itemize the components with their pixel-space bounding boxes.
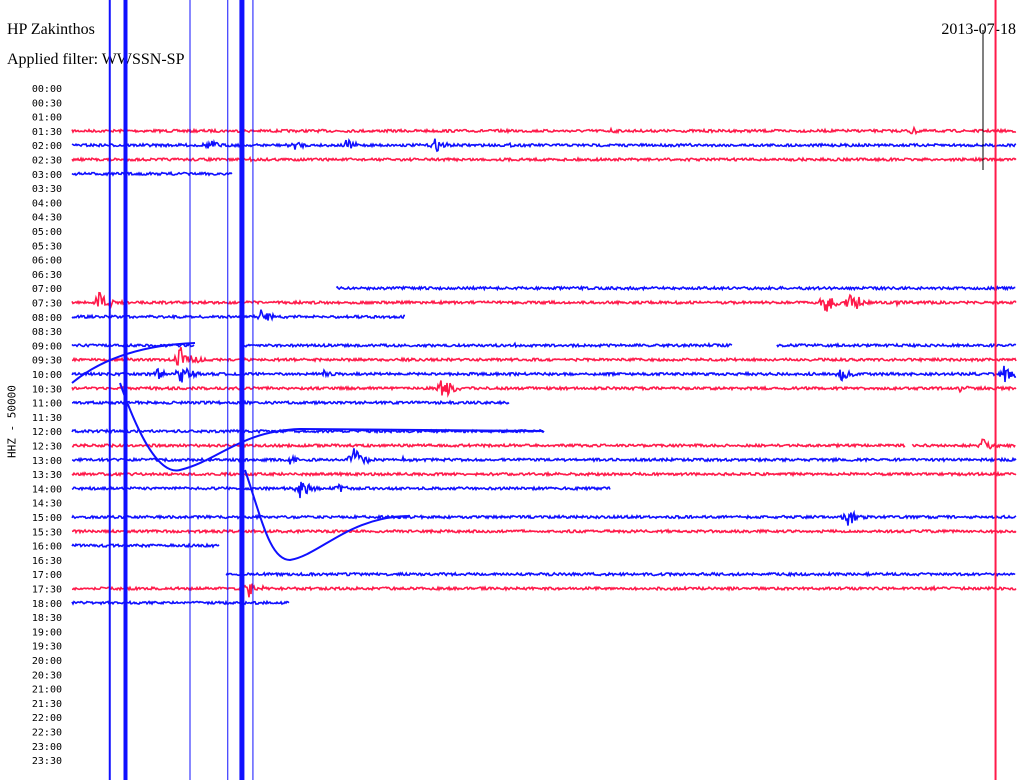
row-label-1730: 17:30 bbox=[32, 585, 62, 596]
trace-1330 bbox=[71, 470, 1017, 478]
trace-1730 bbox=[71, 583, 1017, 598]
row-label-0500: 05:00 bbox=[32, 227, 62, 238]
trace-0900 bbox=[241, 341, 733, 349]
row-label-0700: 07:00 bbox=[32, 284, 62, 295]
row-label-0830: 08:30 bbox=[32, 327, 62, 338]
trace-1000 bbox=[71, 365, 1017, 383]
trace-1400 bbox=[71, 481, 611, 499]
row-label-1630: 16:30 bbox=[32, 556, 62, 567]
row-label-1100: 11:00 bbox=[32, 399, 62, 410]
row-label-0730: 07:30 bbox=[32, 299, 62, 310]
trace-0730 bbox=[71, 291, 1017, 312]
trace-1100 bbox=[71, 399, 510, 406]
row-label-1600: 16:00 bbox=[32, 542, 62, 553]
row-label-1800: 18:00 bbox=[32, 599, 62, 610]
trace-1600 bbox=[71, 542, 220, 549]
row-label-1930: 19:30 bbox=[32, 642, 62, 653]
row-label-1030: 10:30 bbox=[32, 384, 62, 395]
row-label-0530: 05:30 bbox=[32, 241, 62, 252]
row-label-1830: 18:30 bbox=[32, 613, 62, 624]
trace-1300 bbox=[71, 448, 1017, 466]
trace-1500 bbox=[71, 509, 1017, 526]
trace-0700 bbox=[335, 284, 1016, 292]
row-label-0100: 01:00 bbox=[32, 113, 62, 124]
row-label-0930: 09:30 bbox=[32, 356, 62, 367]
row-label-0900: 09:00 bbox=[32, 341, 62, 352]
trace-1700 bbox=[225, 570, 1016, 578]
trace-1230 bbox=[911, 438, 1016, 450]
drift-curve bbox=[71, 342, 196, 384]
station-title: HP Zakinthos bbox=[7, 21, 95, 38]
trace-1530 bbox=[71, 528, 1017, 535]
trace-0900 bbox=[776, 342, 1017, 349]
row-label-1900: 19:00 bbox=[32, 627, 62, 638]
row-label-2200: 22:00 bbox=[32, 713, 62, 724]
row-label-1700: 17:00 bbox=[32, 570, 62, 581]
row-label-0630: 06:30 bbox=[32, 270, 62, 281]
drift-curve bbox=[244, 469, 411, 562]
trace-1800 bbox=[71, 599, 290, 606]
row-label-2100: 21:00 bbox=[32, 685, 62, 696]
row-label-1000: 10:00 bbox=[32, 370, 62, 381]
row-label-0600: 06:00 bbox=[32, 256, 62, 267]
row-label-0130: 01:30 bbox=[32, 127, 62, 138]
row-label-0200: 02:00 bbox=[32, 141, 62, 152]
row-label-1430: 14:30 bbox=[32, 499, 62, 510]
filter-label: Applied filter: WWSSN-SP bbox=[7, 51, 185, 68]
row-label-1300: 13:00 bbox=[32, 456, 62, 467]
row-label-0300: 03:00 bbox=[32, 170, 62, 181]
row-label-0030: 00:30 bbox=[32, 98, 62, 109]
trace-1030 bbox=[71, 380, 1017, 398]
row-label-2230: 22:30 bbox=[32, 728, 62, 739]
row-label-0800: 08:00 bbox=[32, 313, 62, 324]
row-label-1330: 13:30 bbox=[32, 470, 62, 481]
trace-1230 bbox=[71, 442, 906, 449]
row-label-0430: 04:30 bbox=[32, 213, 62, 224]
trace-1200 bbox=[71, 428, 545, 435]
row-label-1530: 15:30 bbox=[32, 527, 62, 538]
row-label-1500: 15:00 bbox=[32, 513, 62, 524]
row-label-2300: 23:00 bbox=[32, 742, 62, 753]
row-label-2130: 21:30 bbox=[32, 699, 62, 710]
row-label-1200: 12:00 bbox=[32, 427, 62, 438]
row-label-0000: 00:00 bbox=[32, 84, 62, 95]
trace-0230 bbox=[71, 155, 1017, 163]
trace-0300 bbox=[71, 170, 233, 177]
row-label-0400: 04:00 bbox=[32, 198, 62, 209]
row-label-0230: 02:30 bbox=[32, 156, 62, 167]
row-label-2030: 20:30 bbox=[32, 670, 62, 681]
trace-0930 bbox=[71, 346, 1017, 366]
row-label-1400: 14:00 bbox=[32, 484, 62, 495]
trace-0800 bbox=[71, 309, 406, 322]
drift-curve bbox=[119, 382, 544, 472]
row-label-2330: 23:30 bbox=[32, 756, 62, 767]
date-label: 2013-07-18 bbox=[941, 21, 1016, 38]
row-label-1130: 11:30 bbox=[32, 413, 62, 424]
trace-0200 bbox=[71, 137, 1017, 153]
trace-0130 bbox=[71, 125, 1017, 136]
row-label-0330: 03:30 bbox=[32, 184, 62, 195]
row-label-1230: 12:30 bbox=[32, 442, 62, 453]
row-label-2000: 20:00 bbox=[32, 656, 62, 667]
